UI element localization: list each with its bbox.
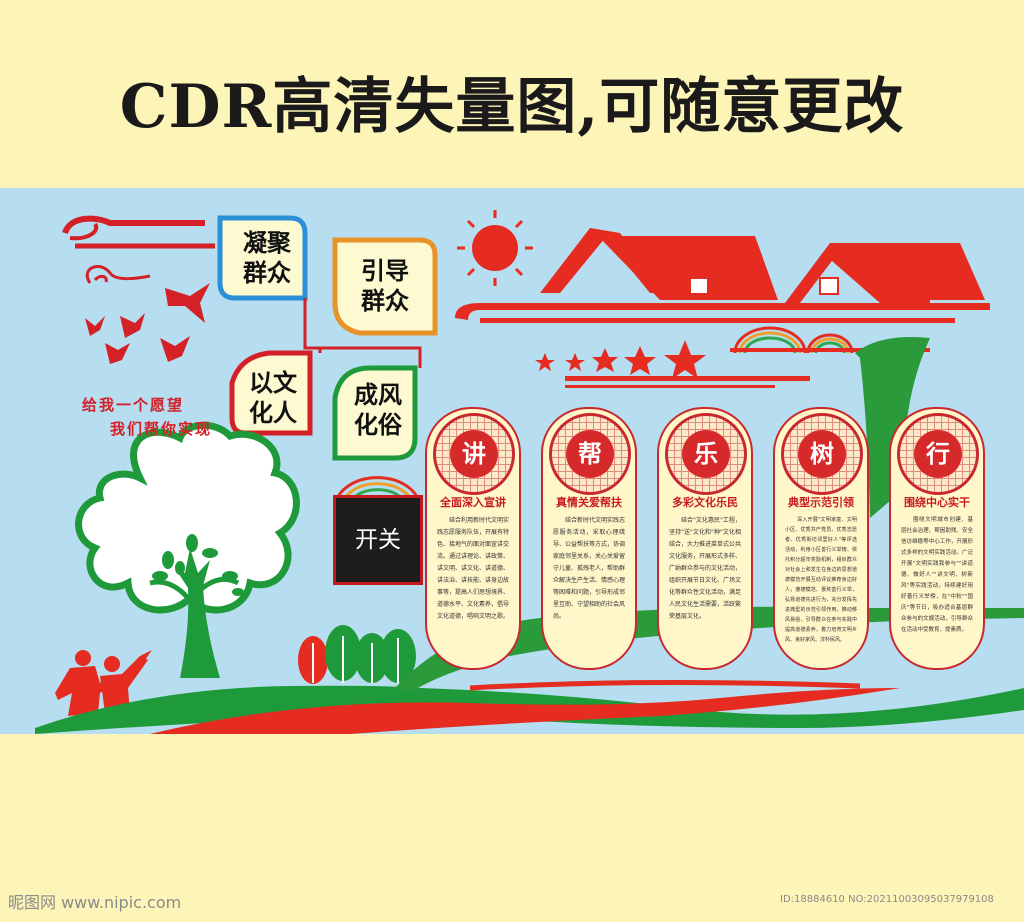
panel-bang: 帮 真情关爱帮扶 结合新时代文明实践志愿服务活动，采取心理疏导、公益帮扶等方式，… [541, 407, 637, 670]
leaf-line: 成风 [354, 381, 402, 409]
leaf-line: 以文 [249, 369, 297, 397]
slogan-line2: 我们帮你实现 [110, 420, 213, 438]
houses-icon [455, 228, 990, 323]
panel-xing: 行 围绕中心实干 围绕文明城市创建、基层社会治理、帮困助残、安全信访维稳等中心工… [889, 407, 985, 670]
lattice-emblem: 乐 [665, 413, 747, 495]
leaf-line: 群众 [361, 287, 409, 315]
panel-body: 结合"文化惠民"工程，坚持"送"文化和"种"文化相结合，大力推进菜单式公共文化服… [669, 517, 742, 620]
small-cloud-icon [86, 265, 151, 284]
panel-title: 围绕中心实干 [904, 496, 970, 509]
leaf-line: 凝聚 [243, 229, 291, 257]
leaf-frame-orange [332, 237, 438, 336]
panel-shu: 树 典型示范引领 深入开展"文明家庭、文明小区、优秀共产党员、优秀志愿者、优秀街… [773, 407, 869, 670]
headline: CDR高清失量图,可随意更改 [119, 72, 905, 142]
tree-icon [75, 421, 300, 678]
leaf-frame-green [332, 365, 418, 461]
panel-title: 全面深入宣讲 [440, 496, 506, 509]
leaf-text-chengfeng: 成风化俗 [333, 380, 423, 440]
panel-char: 讲 [450, 430, 498, 478]
stars-icon [535, 340, 706, 379]
panel-char: 乐 [682, 430, 730, 478]
leaf-line: 化俗 [354, 411, 402, 439]
leaf-text-yindao: 引导群众 [340, 256, 430, 316]
panel-le: 乐 多彩文化乐民 结合"文化惠民"工程，坚持"送"文化和"种"文化相结合，大力推… [657, 407, 753, 670]
slogan-line1: 给我一个愿望 [82, 396, 185, 414]
birds-icon [85, 283, 210, 364]
panel-title: 多彩文化乐民 [672, 496, 738, 509]
panel-title: 典型示范引领 [788, 496, 854, 509]
watermark-id: ID:18884610 NO:20211003095037979108 [780, 894, 994, 905]
panel-body: 围绕文明城市创建、基层社会治理、帮困助残、安全信访维稳等中心工作，开展形式多样的… [901, 517, 973, 633]
panel-title: 真情关爱帮扶 [556, 496, 622, 509]
leaf-line: 群众 [243, 259, 291, 287]
sun-icon [457, 210, 533, 286]
panel-body: 深入开展"文明家庭、文明小区、优秀共产党员、优秀志愿者、优秀街坊邻里好人"等评选… [785, 517, 857, 643]
panel-body: 结合新时代文明实践志愿服务活动，采取心理疏导、公益帮扶等方式，协调家庭邻里关系，… [553, 517, 626, 620]
lattice-emblem: 行 [897, 413, 979, 495]
lattice-emblem: 帮 [549, 413, 631, 495]
green-flag-icon [855, 337, 930, 518]
panel-char: 树 [798, 430, 846, 478]
children-silhouette-icon [55, 650, 152, 716]
lattice-emblem: 树 [781, 413, 863, 495]
watermark-site: 昵图网 www.nipic.com [8, 893, 182, 912]
panel-char: 行 [914, 430, 962, 478]
red-ground-wave [150, 688, 900, 734]
leaf-text-ningju: 凝聚群众 [222, 228, 312, 288]
leaf-text-yiwen: 以文化人 [228, 368, 318, 428]
lattice-emblem: 讲 [433, 413, 515, 495]
panel-char: 帮 [566, 430, 614, 478]
panel-body: 结合利用新时代文明实践志愿服务队伍，开展有特色、接地气的面对面宣讲交流。通过讲理… [437, 517, 510, 620]
leaf-line: 化人 [249, 399, 297, 427]
light-switch[interactable]: 开关 [333, 495, 423, 585]
panel-jiang: 讲 全面深入宣讲 结合利用新时代文明实践志愿服务队伍，开展有特色、接地气的面对面… [425, 407, 521, 670]
leaf-line: 引导 [361, 257, 409, 285]
bushes-icon [298, 625, 416, 684]
cloud-swirl-icon [62, 215, 215, 249]
culture-wall-board: 凝聚群众 引导群众 以文化人 成风化俗 给我一个愿望 我们帮你实现 开关 讲 全… [0, 188, 1024, 734]
